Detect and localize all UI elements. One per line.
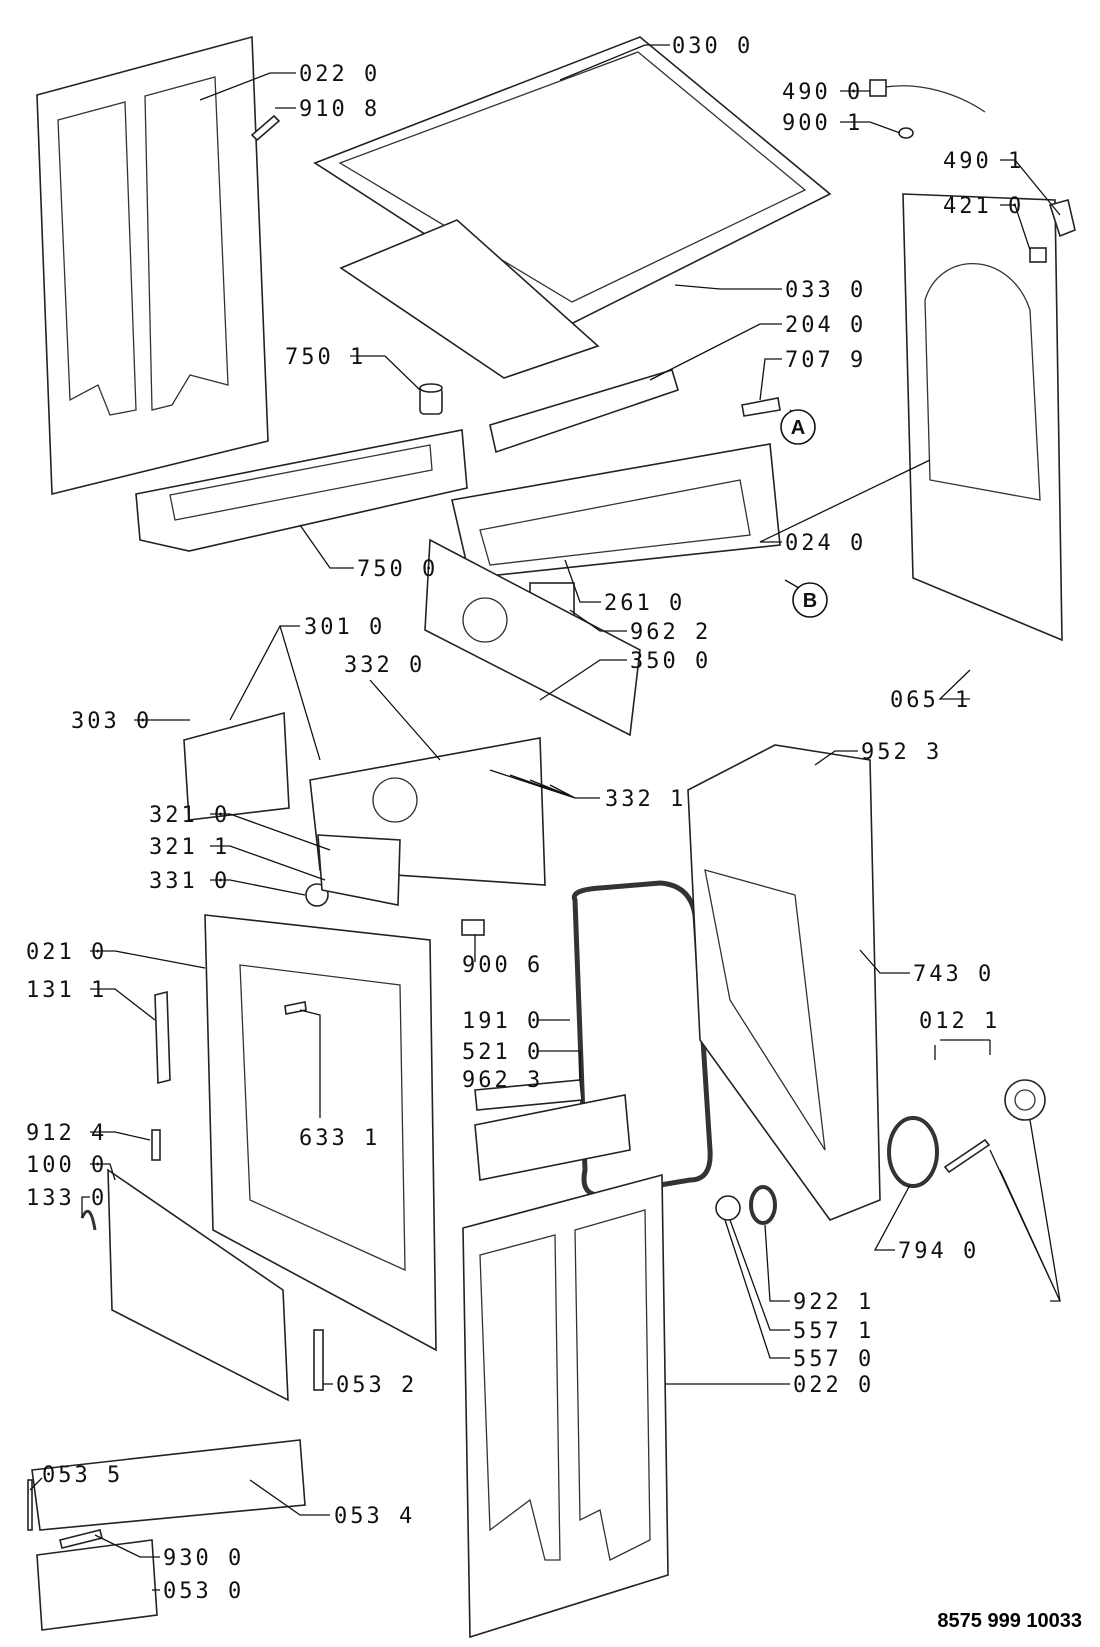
part-label: 743 0: [913, 962, 994, 987]
shaft-012: [943, 1138, 991, 1174]
part-label: 557 1: [793, 1319, 874, 1344]
handle-133: [80, 1209, 97, 1231]
part-label: 303 0: [71, 709, 152, 734]
part-label: 053 0: [163, 1579, 244, 1604]
part-label: 922 1: [793, 1290, 874, 1315]
part-label: 053 5: [42, 1463, 123, 1488]
gasket-794: [887, 1116, 939, 1188]
rear-frame-743: [687, 744, 881, 1221]
part-label: 490 1: [943, 149, 1024, 174]
part-label: 100 0: [26, 1153, 107, 1178]
part-label: 033 0: [785, 278, 866, 303]
front-door-panel-022: [462, 1173, 669, 1639]
part-label: 024 0: [785, 531, 866, 556]
part-label: 321 0: [149, 803, 230, 828]
part-label: 021 0: [26, 940, 107, 965]
hose-707: [741, 397, 781, 417]
part-label: 133 0: [26, 1186, 107, 1211]
part-label: 952 3: [861, 740, 942, 765]
thermostat-557: [715, 1195, 741, 1221]
seal-bar: [489, 369, 679, 454]
kickplate-053-4: [31, 1439, 306, 1531]
part-label: 750 0: [357, 557, 438, 582]
part-label: 191 0: [462, 1009, 543, 1034]
top-cover-plate: [339, 219, 600, 379]
part-label: 053 4: [334, 1504, 415, 1529]
part-label: 332 1: [605, 787, 686, 812]
part-label: 261 0: [604, 591, 685, 616]
part-label: 521 0: [462, 1040, 543, 1065]
door-seal-191: [571, 880, 713, 1198]
part-label: 633 1: [299, 1126, 380, 1151]
side-panel-left: [36, 35, 269, 496]
drawer-handle-303: [183, 711, 290, 821]
connector-a-label: A: [791, 417, 805, 439]
door-100: [107, 1168, 289, 1402]
seal-strip-053-5: [27, 1479, 33, 1531]
leader-lines: [29, 44, 1062, 1591]
part-label: 065 1: [890, 688, 971, 713]
part-label: 350 0: [630, 649, 711, 674]
back-panel: [902, 193, 1063, 642]
bracket-421: [1029, 247, 1047, 263]
door-catch-633: [284, 1001, 307, 1015]
part-label: 332 0: [344, 653, 425, 678]
part-label: 900 1: [782, 111, 863, 136]
part-label: 750 1: [285, 345, 366, 370]
document-number: 8575 999 10033: [937, 1610, 1082, 1632]
part-label: 301 0: [304, 615, 385, 640]
screw-910-8: [250, 114, 281, 142]
connector-b-label: B: [803, 590, 817, 612]
fan-012: [1004, 1079, 1046, 1121]
part-label: 012 1: [919, 1009, 1000, 1034]
part-label: 022 0: [299, 62, 380, 87]
front-frame: [204, 914, 437, 1352]
control-board: [424, 538, 641, 737]
label-plate-962-3: [474, 1079, 583, 1111]
switch-900-6: [461, 919, 485, 936]
filter-rod-930: [59, 1529, 103, 1549]
part-label: 912 4: [26, 1121, 107, 1146]
part-label: 794 0: [898, 1239, 979, 1264]
part-label: 490 0: [782, 80, 863, 105]
part-label: 910 8: [299, 97, 380, 122]
part-label: 707 9: [785, 348, 866, 373]
electronic-module: [474, 1094, 631, 1181]
air-duct: [451, 443, 781, 579]
part-label: 331 0: [149, 869, 230, 894]
water-tank: [135, 429, 468, 552]
connector-a-marker: A: [780, 409, 816, 445]
door-hinge-131: [154, 990, 171, 1085]
filter-491: [1048, 199, 1076, 238]
filter-grille-053: [36, 1539, 158, 1631]
cable-clip: [898, 127, 914, 139]
screw-912-4: [151, 1129, 161, 1161]
part-label: 204 0: [785, 313, 866, 338]
part-label: 962 2: [630, 620, 711, 645]
hinge-pin-053-2: [313, 1329, 324, 1391]
water-container-cup: [419, 383, 443, 415]
part-label: 053 2: [336, 1373, 417, 1398]
part-label: 557 0: [793, 1347, 874, 1372]
power-cord: [869, 79, 986, 113]
part-label: 321 1: [149, 835, 230, 860]
part-label: 962 3: [462, 1068, 543, 1093]
part-label: 421 0: [943, 194, 1024, 219]
ring-922: [749, 1185, 777, 1225]
part-label: 900 6: [462, 953, 543, 978]
knob-plate-321: [317, 834, 401, 906]
part-label: 930 0: [163, 1546, 244, 1571]
connector-b-marker: B: [792, 582, 828, 618]
part-label: 022 0: [793, 1373, 874, 1398]
part-label: 030 0: [672, 34, 753, 59]
part-label: 131 1: [26, 978, 107, 1003]
